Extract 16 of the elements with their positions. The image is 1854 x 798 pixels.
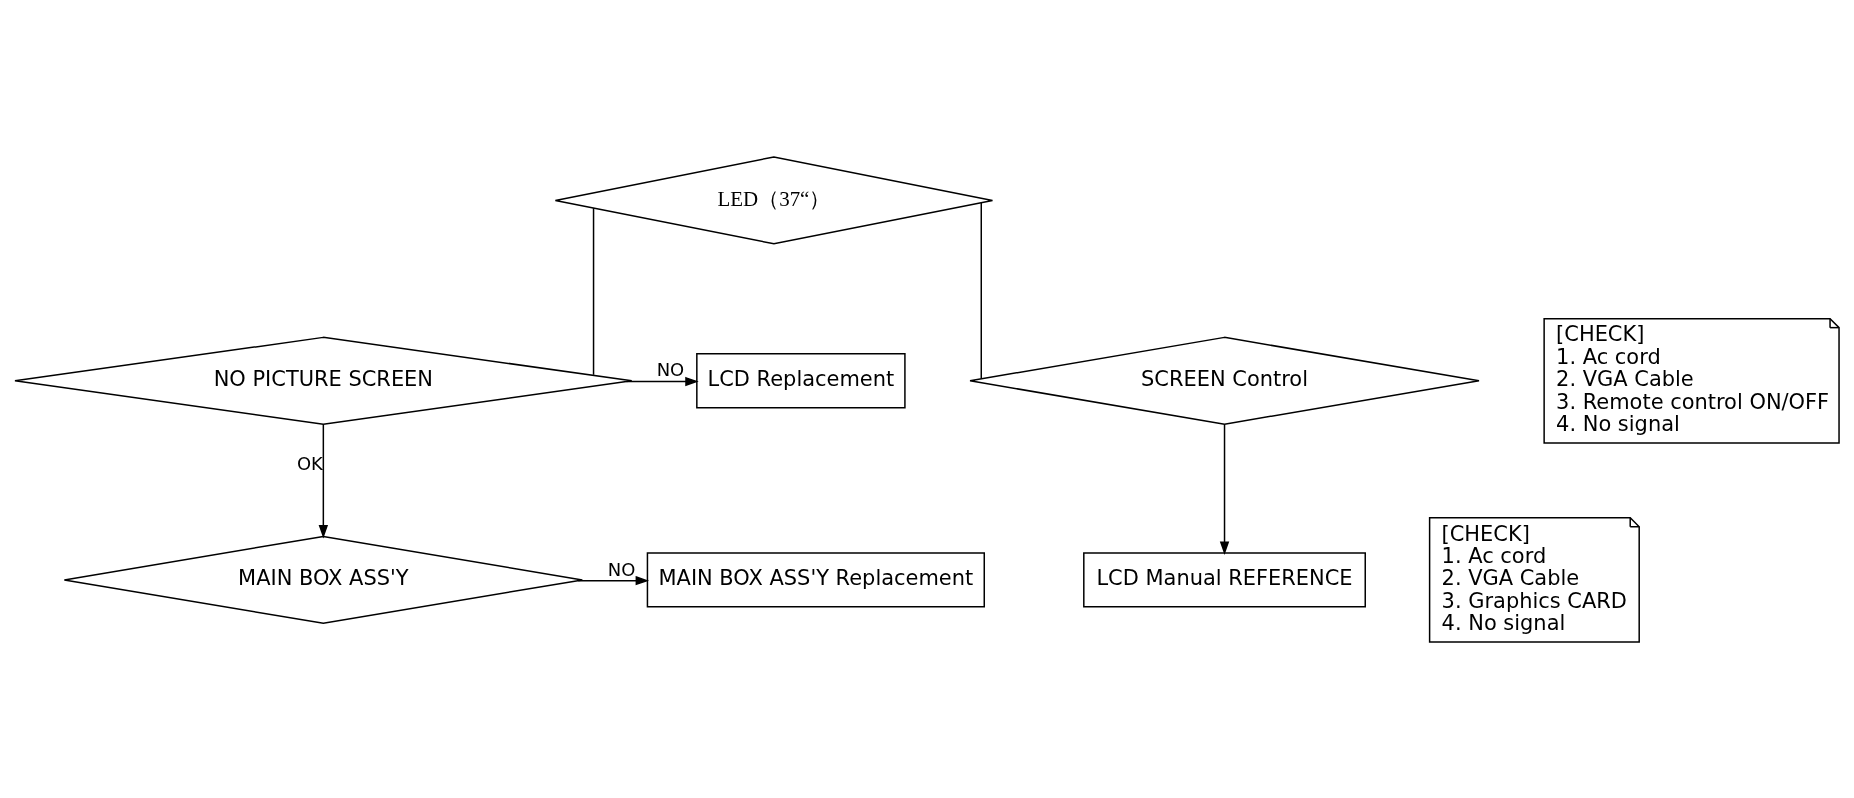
- arrow: [318, 423, 329, 539]
- edge-label: OK: [296, 452, 323, 474]
- connector: [980, 201, 982, 379]
- node-diamond: SCREEN Control: [969, 336, 1480, 425]
- connector: [592, 206, 595, 376]
- node-box: LCD Manual REFERENCE: [1083, 551, 1366, 608]
- arrow: [1219, 423, 1230, 555]
- node-box: LCD Replacement: [696, 352, 906, 408]
- edge-label: NO: [607, 558, 636, 580]
- arrow: [625, 376, 699, 386]
- arrow: [577, 575, 650, 585]
- node-diamond: LED（37“）: [554, 155, 994, 245]
- node-diamond: MAIN BOX ASS'Y: [63, 535, 584, 624]
- node-box: MAIN BOX ASS'Y Replacement: [646, 551, 985, 608]
- edge-label: NO: [656, 358, 685, 380]
- node-diamond: NO PICTURE SCREEN: [14, 336, 633, 425]
